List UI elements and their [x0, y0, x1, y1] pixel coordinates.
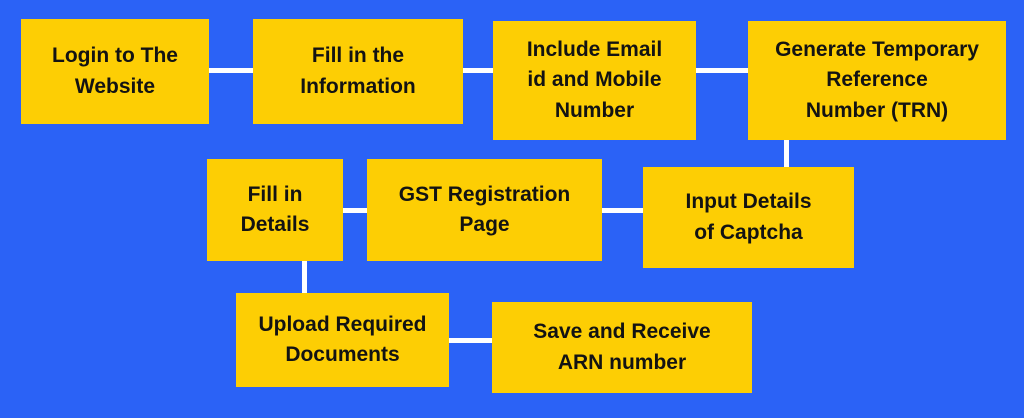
flow-node-fill-information: Fill in the Information: [253, 19, 463, 124]
flow-node-generate-trn: Generate Temporary Reference Number (TRN…: [748, 21, 1006, 140]
flow-node-input-captcha: Input Details of Captcha: [643, 167, 854, 268]
connector-gst-page-to-fill-details: [343, 208, 367, 213]
connector-trn-to-captcha: [784, 140, 789, 167]
connector-upload-to-save-arn: [449, 338, 492, 343]
connector-email-to-trn: [696, 68, 748, 73]
connector-fill-details-to-upload: [302, 261, 307, 293]
flow-node-upload-documents: Upload Required Documents: [236, 293, 449, 387]
connector-fill-information-to-email: [463, 68, 493, 73]
flow-node-gst-registration-page: GST Registration Page: [367, 159, 602, 261]
flow-node-include-email-mobile: Include Email id and Mobile Number: [493, 21, 696, 140]
flow-node-fill-details: Fill in Details: [207, 159, 343, 261]
flow-node-save-arn: Save and Receive ARN number: [492, 302, 752, 393]
connector-captcha-to-gst-page: [602, 208, 643, 213]
connector-login-to-fill-information: [209, 68, 253, 73]
flow-node-login-website: Login to The Website: [21, 19, 209, 124]
